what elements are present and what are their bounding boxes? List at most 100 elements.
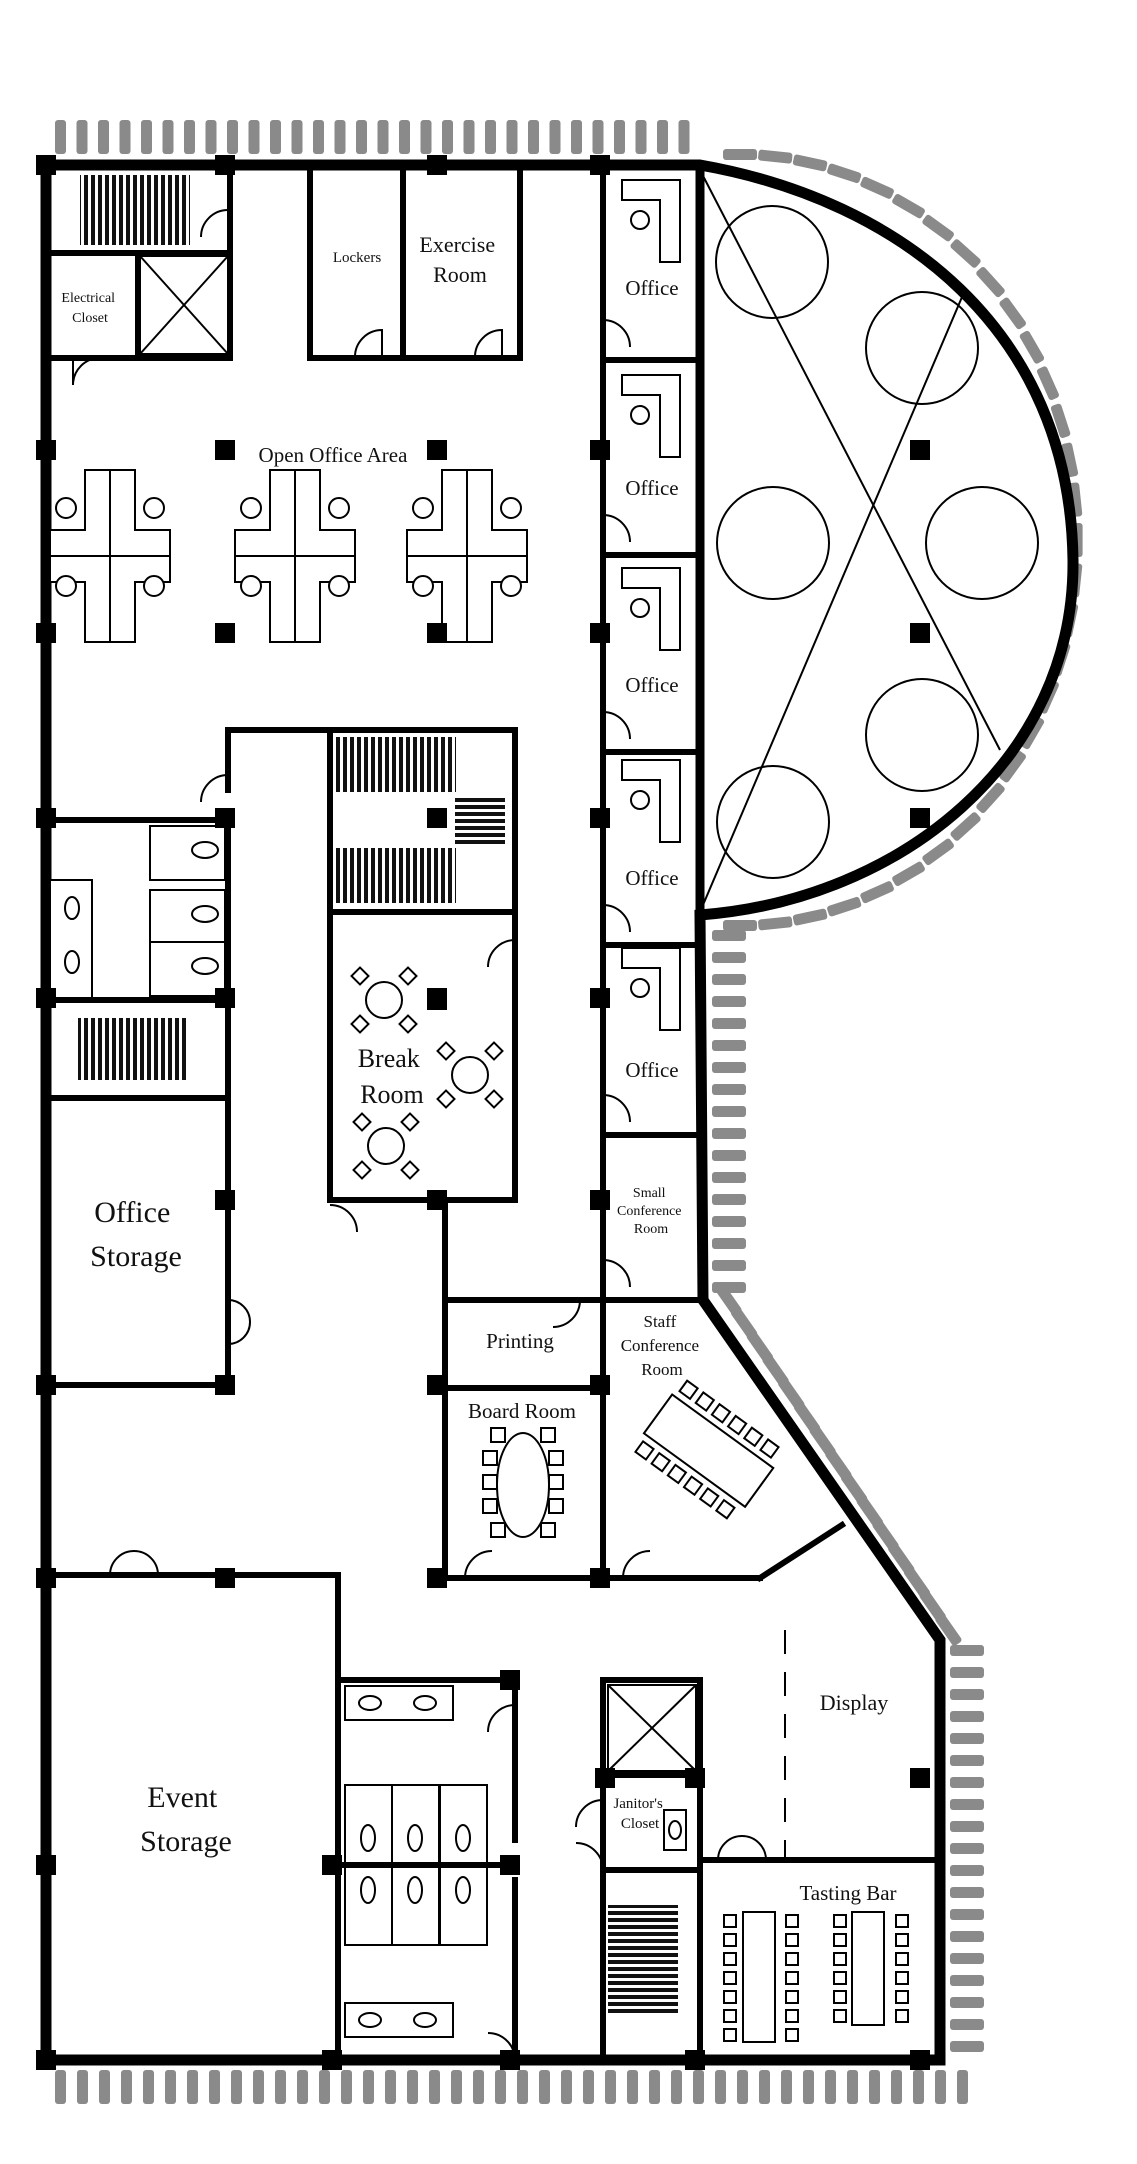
hatch-mark [922, 838, 954, 866]
staff-chair [666, 1463, 688, 1485]
staff-chair [678, 1379, 700, 1401]
board-chair [482, 1474, 498, 1490]
hatch-mark [420, 120, 432, 154]
sink [358, 1695, 382, 1711]
hatch-mark [950, 1645, 984, 1656]
column [910, 2050, 930, 2070]
stool [833, 1971, 847, 1985]
elevator-lower [607, 1684, 697, 1772]
break-chair [436, 1041, 456, 1061]
stool [895, 1971, 909, 1985]
column [215, 808, 235, 828]
hatch-mark [950, 1733, 984, 1744]
break-chair [352, 1160, 372, 1180]
hatch-mark [341, 2070, 352, 2104]
hatch-mark [165, 2070, 176, 2104]
board-chair [548, 1474, 564, 1490]
hatch-mark [334, 120, 346, 154]
hatch-mark [715, 1283, 742, 1316]
hatch-mark [999, 750, 1026, 783]
hatch-mark [712, 996, 746, 1007]
door-swing [200, 774, 229, 803]
staff-conference-group [634, 1379, 780, 1520]
label-lockers: Lockers [333, 250, 381, 266]
column [590, 988, 610, 1008]
board-chair [482, 1498, 498, 1514]
hatch-mark [649, 2070, 660, 2104]
label-printing: Printing [486, 1329, 554, 1353]
column [36, 1855, 56, 1875]
exterior-hatch [55, 120, 1083, 2104]
hatch-mark [363, 2070, 374, 2104]
hatch-mark [919, 1590, 946, 1623]
hatch-mark [792, 154, 828, 172]
hatch-mark [253, 2070, 264, 2104]
hatch-mark [187, 2070, 198, 2104]
workstation-chair [240, 497, 262, 519]
stool [785, 1914, 799, 1928]
staff-conference-table [634, 1379, 780, 1520]
hatch-mark [76, 120, 88, 154]
stool [723, 1933, 737, 1947]
elevator-top [139, 255, 229, 355]
staff-chair [710, 1402, 732, 1424]
stool [833, 1952, 847, 1966]
label-janitors-closet: Janitor's Closet [613, 1796, 666, 1832]
tasting-table [742, 1911, 776, 2043]
label-office-2: Office [625, 476, 678, 500]
door-swing [353, 328, 383, 359]
stool [895, 1933, 909, 1947]
hatch-mark [712, 952, 746, 963]
column [427, 1568, 447, 1588]
hatch-mark [463, 120, 475, 154]
stool [723, 1990, 737, 2004]
hatch-mark [605, 2070, 616, 2104]
hatch-mark [356, 120, 367, 154]
hatch-mark [950, 1711, 984, 1722]
column [215, 623, 235, 643]
hatch-mark [1061, 442, 1079, 478]
door-swing [487, 1704, 516, 1733]
stool [723, 1971, 737, 1985]
column [215, 988, 235, 1008]
door-swing [575, 1799, 604, 1828]
hatch-mark [119, 120, 131, 154]
hatch-mark [162, 120, 174, 154]
staff-conference-table-top [642, 1393, 775, 1509]
doors [72, 209, 767, 2061]
hatch-mark [712, 1084, 746, 1095]
hatch-mark [297, 2070, 308, 2104]
hatch-mark [614, 120, 625, 154]
column [590, 808, 610, 828]
office-desk [621, 947, 681, 1031]
office-desk [621, 567, 681, 651]
stool [785, 2028, 799, 2042]
door-swing [109, 1549, 159, 1576]
door-swing [602, 1259, 631, 1288]
label-office-4: Office [625, 866, 678, 890]
hatch-mark [712, 1040, 746, 1051]
column [427, 990, 447, 1010]
tasting-table [851, 1911, 885, 2026]
hatch-mark [759, 2070, 770, 2104]
label-exercise-room: Exercise Room [419, 232, 500, 287]
hatch-mark [592, 120, 604, 154]
hatch-mark [860, 176, 894, 199]
hatch-mark [1019, 330, 1045, 364]
hatch-mark [227, 120, 238, 154]
hatch-mark [442, 120, 453, 154]
label-board-room: Board Room [468, 1399, 576, 1423]
hatch-mark [950, 1953, 984, 1964]
column [910, 808, 930, 828]
stool [833, 1990, 847, 2004]
staff-chair [759, 1438, 780, 1460]
staff-chair [694, 1391, 716, 1412]
label-tasting-bar: Tasting Bar [799, 1881, 896, 1905]
break-room-tables [350, 966, 504, 1180]
toilet [407, 1824, 423, 1852]
hatch-mark [671, 2070, 682, 2104]
workstation-chair [55, 575, 77, 597]
hatch-mark [712, 1172, 746, 1183]
hatch-mark [319, 2070, 330, 2104]
